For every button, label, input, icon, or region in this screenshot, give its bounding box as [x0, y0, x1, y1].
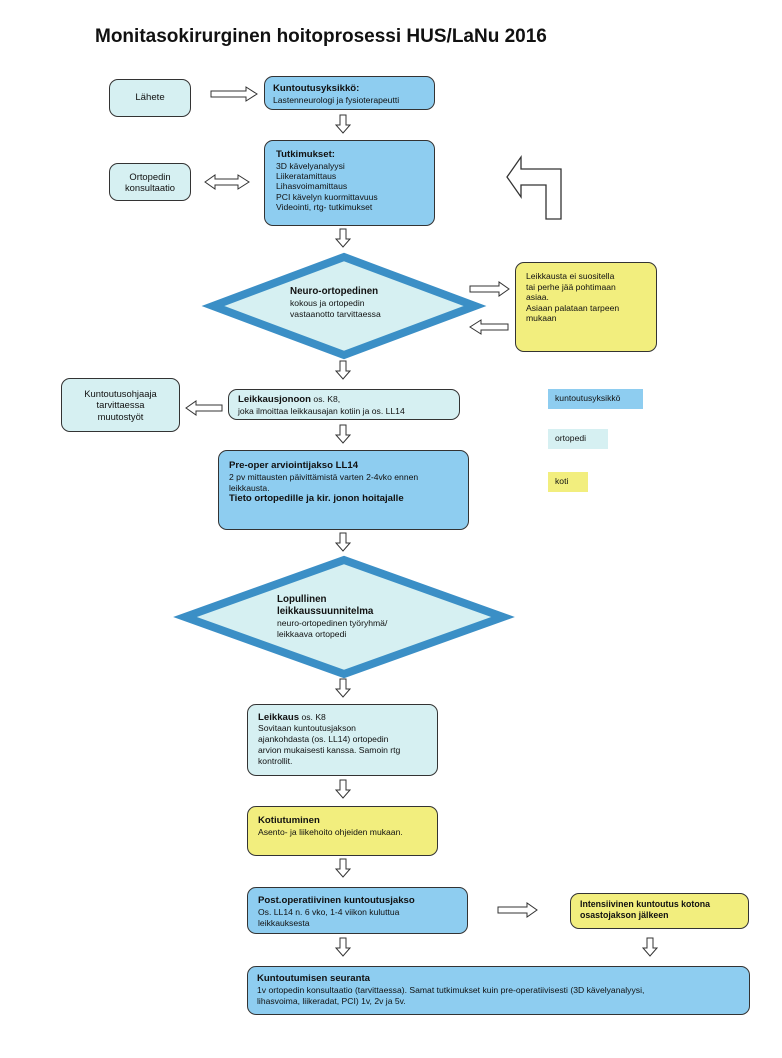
node-leikkausjonoon: Leikkausjonoon os. K8, joka ilmoittaa le… — [228, 389, 460, 420]
node-tutkimukset-line: Liikeratamittaus — [276, 171, 337, 182]
node-tutkimukset-line: 3D kävelyanalyysi — [276, 161, 345, 171]
node-intensiivinen-line: osastojakson jälkeen — [580, 909, 669, 920]
node-leikkaus-line: kontrollit. — [258, 756, 293, 766]
node-seuranta-line: 1v ortopedin konsultaatio (tarvittaessa)… — [257, 985, 645, 995]
diamond-lopullinen-heading: leikkaussuunnitelma — [277, 606, 374, 617]
node-kuntoutusyksikko: Kuntoutusyksikkö: Lastenneurologi ja fys… — [264, 76, 435, 110]
arrow-down — [334, 779, 352, 799]
node-lahete-text: Lähete — [135, 91, 165, 103]
arrow-down — [334, 360, 352, 380]
node-leikkaus-heading-row: Leikkaus os. K8 — [258, 712, 429, 723]
arrow-down — [334, 678, 352, 698]
node-leikkaus: Leikkaus os. K8 Sovitaan kuntoutusjakson… — [247, 704, 438, 776]
diamond-lopullinen-line: neuro-ortopedinen työryhmä/ — [277, 618, 388, 628]
node-leikkaus-line: arvion mukaisesti kanssa. Samoin rtg — [258, 745, 401, 755]
node-kotiutuminen-heading: Kotiutuminen — [258, 815, 320, 826]
node-leikkausjonoon-line: joka ilmoittaa leikkausajan kotiin ja os… — [238, 405, 405, 416]
arrow-both-ortopedin — [204, 174, 250, 190]
arrow-down — [334, 858, 352, 878]
node-leikkausta-ei-line: tai perhe jää pohtimaan — [526, 281, 616, 292]
diamond-lopullinen-text: Lopullinen leikkaussuunnitelma neuro-ort… — [277, 594, 427, 639]
node-ortopedin-konsultaatio-line: Ortopedin — [129, 170, 171, 182]
arrow-down — [334, 114, 352, 134]
node-leikkaus-line: Sovitaan kuntoutusjakson — [258, 723, 356, 733]
node-kuntoutusyksikko-line: Lastenneurologi ja fysioterapeutti — [273, 95, 400, 105]
node-preoper-bold-line: Tieto ortopedille ja kir. jonon hoitajal… — [229, 493, 404, 505]
node-kuntoutusohjaaja-line: Kuntoutusohjaaja — [84, 387, 157, 399]
arrow-down — [334, 937, 352, 957]
diamond-neuro-line: kokous ja ortopedin — [290, 298, 365, 308]
node-leikkausjonoon-heading-suffix: os. K8, — [311, 394, 341, 404]
node-intensiivinen: Intensiivinen kuntoutus kotona osastojak… — [570, 893, 749, 929]
arrow-down — [334, 228, 352, 248]
node-leikkausta-ei-line: asiaa. — [526, 292, 549, 303]
node-kuntoutusohjaaja-line: muutostyöt — [97, 410, 144, 422]
page-title: Monitasokirurginen hoitoprosessi HUS/LaN… — [95, 26, 547, 47]
node-seuranta-heading: Kuntoutumisen seuranta — [257, 973, 371, 984]
arrow-left-neuro — [469, 319, 509, 335]
node-leikkaus-heading-suffix: os. K8 — [299, 712, 326, 722]
node-leikkausta-ei-line: Leikkausta ei suositella — [526, 271, 615, 281]
node-kotiutuminen-line: Asento- ja liikehoito ohjeiden mukaan. — [258, 827, 403, 837]
node-seuranta-line: lihasvoima, liikeradat, PCI) 1v, 2v ja 5… — [257, 996, 406, 1006]
node-kuntoutusohjaaja: Kuntoutusohjaaja tarvittaessa muutostyöt — [61, 378, 180, 432]
node-leikkausjonoon-heading: Leikkausjonoon — [238, 394, 312, 405]
node-leikkaus-heading: Leikkaus — [258, 712, 300, 723]
legend-ortopedi-label: ortopedi — [555, 433, 587, 443]
node-preoper: Pre-oper arviointijakso LL14 2 pv mittau… — [218, 450, 469, 530]
diamond-lopullinen-heading: Lopullinen — [277, 594, 327, 605]
node-postoper-line: leikkauksesta — [258, 917, 310, 928]
node-tutkimukset-line: Lihasvoimamittaus — [276, 181, 348, 192]
diamond-neuro-text: Neuro-ortopedinen kokous ja ortopedin va… — [290, 286, 420, 319]
node-leikkausta-ei-line: mukaan — [526, 313, 557, 324]
node-intensiivinen-line: Intensiivinen kuntoutus kotona — [580, 899, 711, 909]
arrow-down — [641, 937, 659, 957]
node-tutkimukset: Tutkimukset: 3D kävelyanalyysi Liikerata… — [264, 140, 435, 226]
legend-ortopedi: ortopedi — [548, 429, 608, 449]
arrow-left-kuntoutusohjaaja — [185, 400, 223, 416]
diamond-neuro-ortopedinen — [201, 252, 487, 360]
arrow-return-loop — [506, 154, 562, 220]
node-ortopedin-konsultaatio-line: konsultaatio — [124, 182, 176, 193]
node-preoper-line: 2 pv mittausten päivittämistä varten 2-4… — [229, 472, 419, 482]
node-preoper-heading: Pre-oper arviointijakso LL14 — [229, 460, 359, 471]
node-leikkausta-ei: Leikkausta ei suositella tai perhe jää p… — [515, 262, 657, 352]
diamond-lopullinen-line: leikkaava ortopedi — [277, 628, 347, 639]
legend-kuntoutusyksikko-label: kuntoutusyksikkö — [555, 393, 621, 403]
node-kuntoutusohjaaja-line: tarvittaessa — [96, 399, 145, 411]
diamond-neuro-heading: Neuro-ortopedinen — [290, 286, 379, 297]
node-postoper-line: Os. LL14 n. 6 vko, 1-4 viikon kuluttua — [258, 907, 400, 917]
node-postoper-heading: Post.operatiivinen kuntoutusjakso — [258, 895, 415, 906]
node-kuntoutusyksikko-heading: Kuntoutusyksikkö: — [273, 83, 360, 94]
node-leikkaus-line: ajankohdasta (os. LL14) ortopedin — [258, 734, 389, 744]
node-tutkimukset-line: Videointi, rtg- tutkimukset — [276, 201, 373, 212]
legend-kuntoutusyksikko: kuntoutusyksikkö — [548, 389, 643, 409]
node-seuranta: Kuntoutumisen seuranta 1v ortopedin kons… — [247, 966, 750, 1015]
diamond-lopullinen — [173, 555, 515, 679]
diamond-neuro-line: vastaanotto tarvittaessa — [290, 308, 381, 319]
node-ortopedin-konsultaatio: Ortopedin konsultaatio — [109, 163, 191, 201]
arrow-right-intensiivinen — [497, 902, 538, 918]
node-tutkimukset-line: PCI kävelyn kuormittavuus — [276, 191, 378, 202]
node-kotiutuminen: Kotiutuminen Asento- ja liikehoito ohjei… — [247, 806, 438, 856]
arrow-right-neuro — [469, 281, 510, 297]
legend-koti-label: koti — [555, 476, 569, 486]
node-lahete: Lähete — [109, 79, 191, 117]
node-preoper-line: leikkausta. — [229, 482, 270, 493]
node-leikkausta-ei-line: Asiaan palataan tarpeen — [526, 302, 620, 313]
node-postoper: Post.operatiivinen kuntoutusjakso Os. LL… — [247, 887, 468, 934]
arrow-down — [334, 424, 352, 444]
legend-koti: koti — [548, 472, 588, 492]
node-tutkimukset-heading: Tutkimukset: — [276, 149, 335, 160]
arrow-right-lahete — [210, 86, 258, 102]
arrow-down — [334, 532, 352, 552]
node-leikkausjonoon-heading-row: Leikkausjonoon os. K8, — [238, 394, 451, 406]
